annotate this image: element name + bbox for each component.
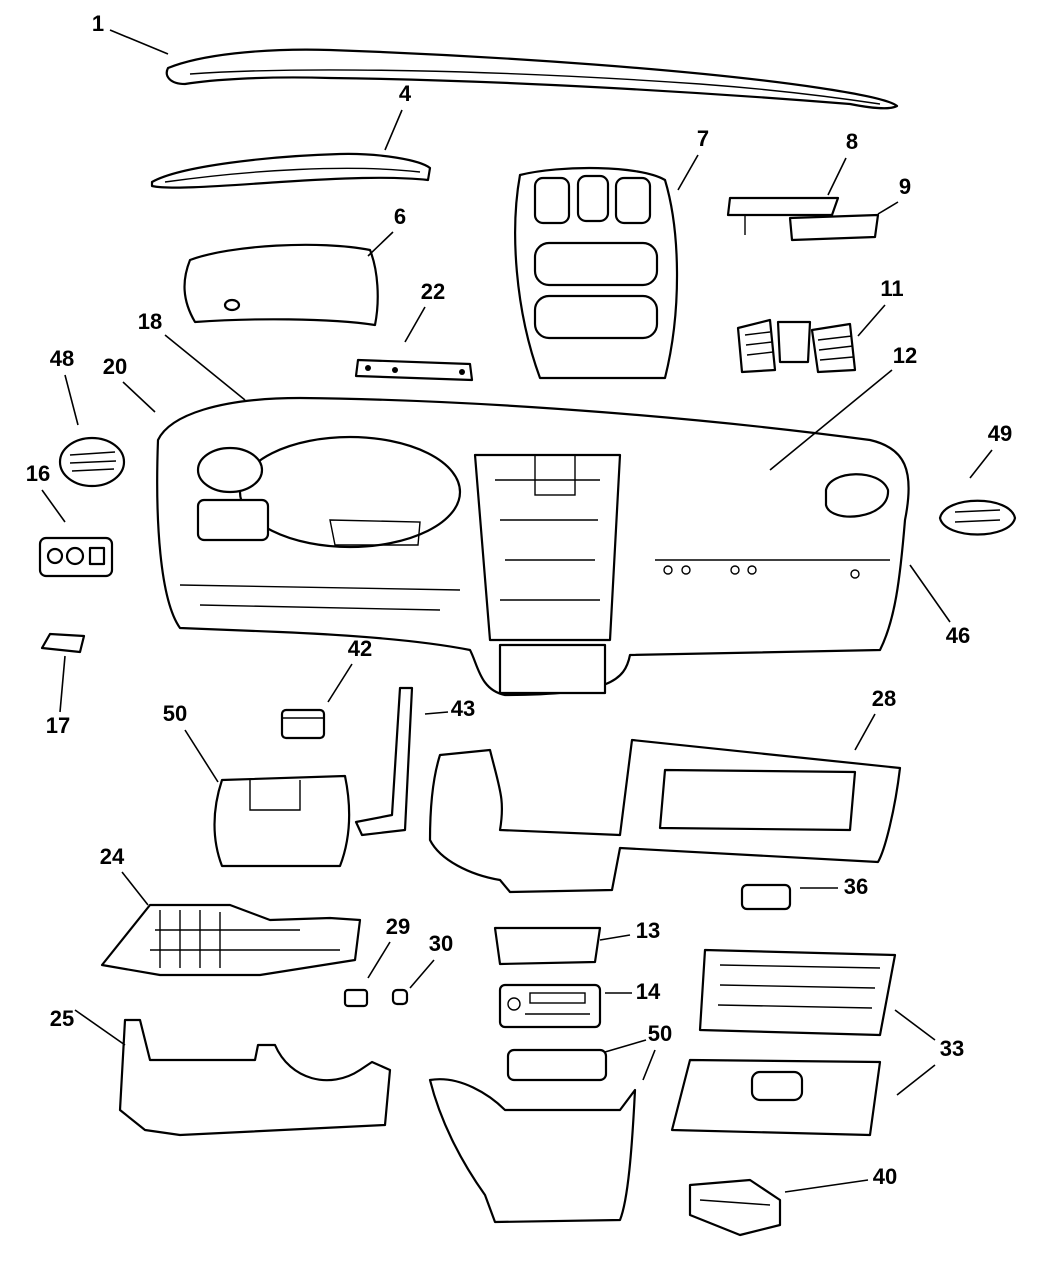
part-25-knee-bolster [118, 1018, 392, 1137]
callout-18: 18 [138, 309, 162, 334]
part-12-instrument-panel [156, 396, 910, 697]
callout-1: 1 [92, 11, 104, 36]
part-50-cover-left [213, 774, 351, 868]
callout-29: 29 [386, 914, 410, 939]
part-16-switch [38, 536, 114, 578]
part-42-switch [280, 708, 326, 740]
callout-24: 24 [100, 844, 125, 869]
part-11-vents [736, 318, 857, 374]
part-24-duct [100, 903, 362, 977]
callout-43: 43 [451, 696, 475, 721]
callout-11: 11 [880, 276, 903, 301]
callout-22: 22 [421, 279, 445, 304]
callout-16: 16 [26, 461, 50, 486]
callout-36: 36 [844, 874, 868, 899]
part-28-lower-panel [428, 738, 902, 894]
callout-40: 40 [873, 1164, 897, 1189]
part-7-center-bezel [514, 166, 679, 380]
part-48-vent [58, 436, 126, 488]
callout-50-lower: 50 [648, 1021, 672, 1046]
callout-28: 28 [872, 686, 896, 711]
callout-17: 17 [46, 713, 70, 738]
callout-30: 30 [429, 931, 453, 956]
callout-4: 4 [399, 81, 412, 106]
part-33-glove-box [670, 948, 897, 1137]
callout-12: 12 [893, 343, 917, 368]
part-29-lamp [343, 988, 369, 1008]
part-1-dash-top-cover [165, 48, 899, 110]
part-30-bulb [391, 988, 409, 1006]
part-13-control [493, 926, 602, 966]
part-22-bracket [354, 358, 474, 382]
part-36-switch [740, 883, 792, 911]
callout-48: 48 [50, 346, 74, 371]
part-4-defroster-grille [150, 152, 432, 189]
callout-13: 13 [636, 918, 660, 943]
part-6-cluster-lens [183, 243, 379, 327]
part-17-bezel [40, 632, 86, 654]
callout-6: 6 [394, 204, 406, 229]
callout-50-left: 50 [163, 701, 187, 726]
part-9-module [788, 213, 880, 242]
callout-7: 7 [697, 126, 709, 151]
callout-25: 25 [50, 1006, 74, 1031]
callout-46: 46 [946, 623, 970, 648]
part-14-radio [498, 983, 602, 1029]
part-43-trim [354, 686, 414, 837]
callout-49: 49 [988, 421, 1012, 446]
callout-14: 14 [636, 979, 661, 1004]
callout-20: 20 [103, 354, 127, 379]
callout-33: 33 [940, 1036, 964, 1061]
callout-9: 9 [899, 174, 911, 199]
part-40-latch [688, 1178, 782, 1237]
callout-8: 8 [846, 129, 858, 154]
leader-lines [41, 29, 993, 1193]
part-49-vent [938, 499, 1017, 536]
callout-42: 42 [348, 636, 372, 661]
part-50-lower-cover [428, 1048, 637, 1224]
callout-labels: 1 4 6 7 8 9 11 12 22 18 20 48 16 49 46 1… [26, 11, 1012, 1189]
